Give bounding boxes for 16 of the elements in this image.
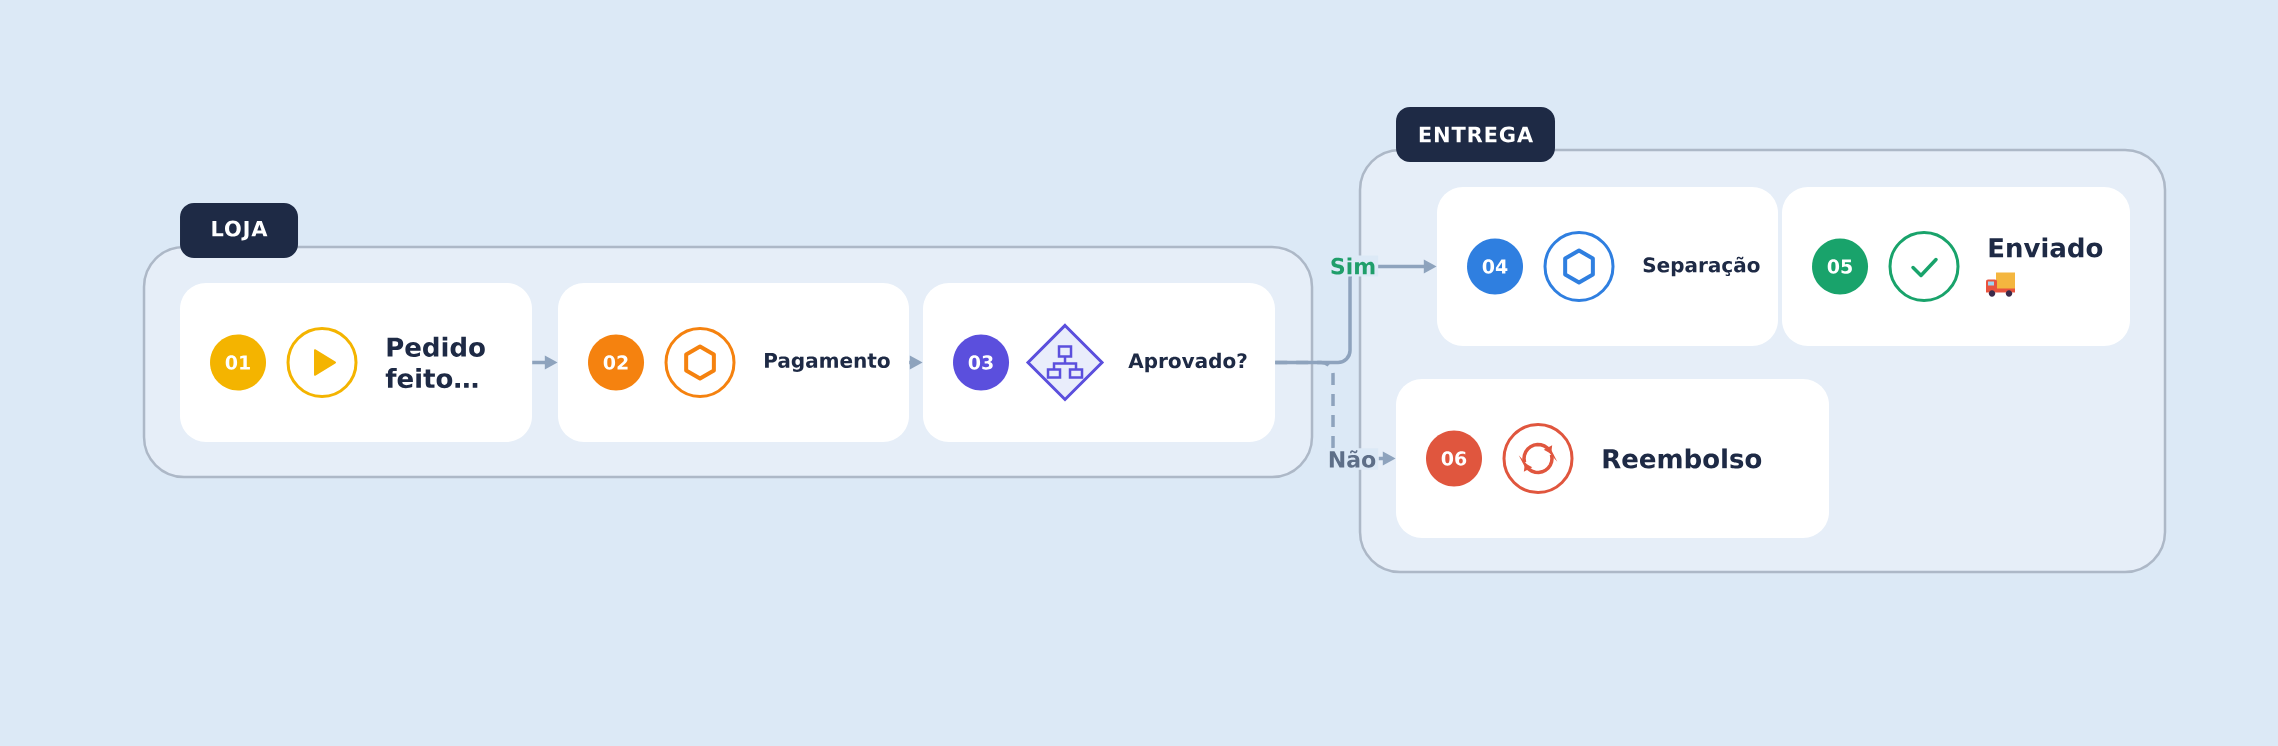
step-title: Separação [1643, 256, 1760, 277]
group-label: LOJA [180, 203, 298, 258]
group-label: ENTREGA [1396, 107, 1555, 162]
number-badge: 06 [1426, 430, 1482, 487]
number-badge: 03 [953, 334, 1009, 391]
edge-label: Sim [1327, 255, 1379, 277]
step-title: Pagamento [765, 353, 890, 372]
number-badge: 02 [588, 334, 644, 391]
step-title: Pedido feito… [385, 336, 485, 389]
step-title: Enviado [1989, 237, 2103, 258]
step-title: Aprovado? [1128, 352, 1247, 373]
number-badge: 04 [1467, 238, 1523, 295]
step-title: Reembolso [1603, 448, 1762, 469]
number-badge: 01 [210, 334, 266, 391]
number-badge: 05 [1812, 238, 1868, 295]
edge-label: Não [1325, 448, 1379, 470]
